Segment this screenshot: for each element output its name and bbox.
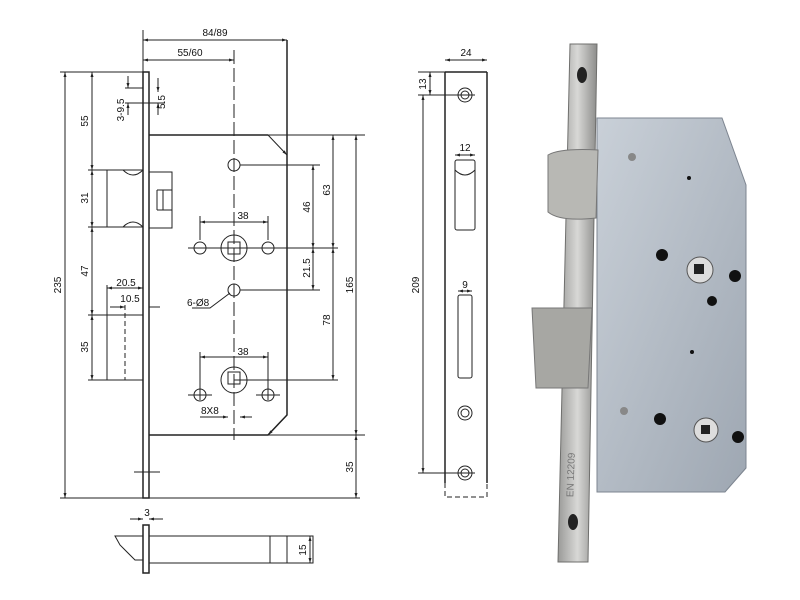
dim-bolt-throw: 20.5 xyxy=(116,278,136,289)
dim-backset: 55/60 xyxy=(177,48,202,59)
dim-latch-height: 31 xyxy=(80,192,91,204)
lock-photo: EN 12209 xyxy=(531,43,747,563)
dim-case-bottom: 35 xyxy=(345,461,356,473)
bottom-view: 3 15 xyxy=(114,508,314,574)
dim-plate-thickness: 3 xyxy=(144,508,150,519)
side-view: 24 13 209 12 9 xyxy=(411,48,488,498)
faceplate-marking: EN 12209 xyxy=(565,452,578,497)
dim-bolt-height: 35 xyxy=(80,341,91,353)
latch xyxy=(106,169,144,228)
dim-screw-spacing: 209 xyxy=(411,276,422,293)
hole-spec-label: 6-Ø8 xyxy=(187,298,210,309)
dim-spindle-cylinder: 78 xyxy=(322,314,333,326)
dim-top-hole-spindle: 46 xyxy=(302,201,313,213)
dim-spindle-hole: 21.5 xyxy=(302,258,313,278)
dim-case-height: 165 xyxy=(345,276,356,293)
dim-latch-slot: 12 xyxy=(459,143,471,154)
dim-faceplate-height: 235 xyxy=(53,276,64,293)
dim-lower-spacing: 38 xyxy=(237,347,249,358)
dim-bolt-slot: 9 xyxy=(462,280,468,291)
faceplate xyxy=(142,71,150,499)
dim-plate-width: 24 xyxy=(460,48,472,59)
dim-case-top-spindle: 63 xyxy=(322,184,333,196)
dim-latch-to-bolt: 47 xyxy=(80,265,91,277)
dim-screw-size: 5.5 xyxy=(157,95,168,109)
dim-case-depth: 15 xyxy=(298,544,309,556)
dim-top-to-latch: 55 xyxy=(80,115,91,127)
square-spec-label: 8X8 xyxy=(201,406,219,417)
dim-screw-offset: 3-9.5 xyxy=(116,98,127,121)
dim-top-offset: 13 xyxy=(418,78,429,90)
case-outline xyxy=(149,40,288,436)
dim-upper-spacing: 38 xyxy=(237,211,249,222)
dim-overall-width: 84/89 xyxy=(202,28,227,39)
front-view: 84/89 55/60 235 55 31 47 35 20.5 10.5 3-… xyxy=(53,28,365,499)
dim-latch-throw: 10.5 xyxy=(120,294,140,305)
